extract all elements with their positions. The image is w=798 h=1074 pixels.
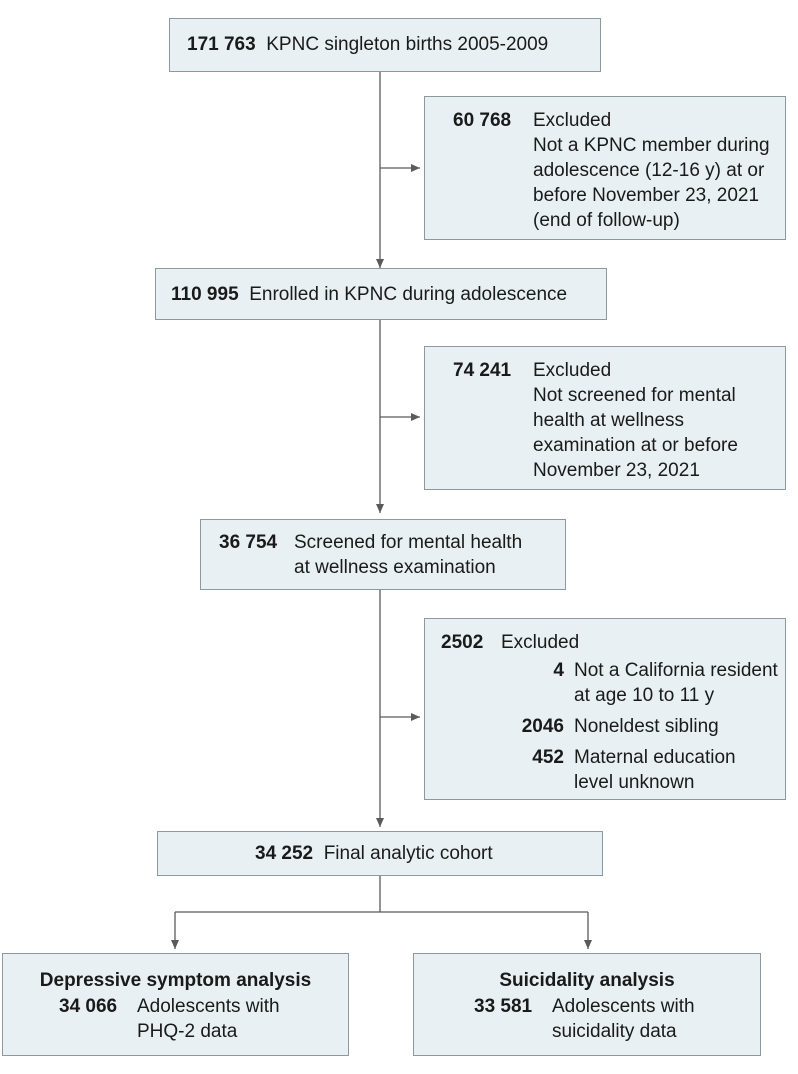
label: Final analytic cohort xyxy=(323,843,493,864)
reason-line: before November 23, 2021 xyxy=(533,185,760,206)
sub-reason-line: Maternal education xyxy=(574,747,736,768)
sub-reason-line: Noneldest sibling xyxy=(574,716,719,737)
reason-line: adolescence (12-16 y) at or xyxy=(533,160,765,181)
sub-count: 452 xyxy=(532,747,564,768)
box-excluded-not-member: 60 768 Excluded Not a KPNC member during… xyxy=(424,96,786,240)
box-excluded-other: 2502 Excluded 4 Not a California residen… xyxy=(424,618,786,800)
count: 60 768 xyxy=(453,110,512,131)
reason-line: (end of follow-up) xyxy=(533,210,680,231)
reason-line: health at wellness xyxy=(533,410,685,431)
sub-count: 4 xyxy=(553,660,564,681)
count: 33 581 xyxy=(474,996,533,1017)
branch-heading: Suicidality analysis xyxy=(499,970,675,991)
box-enrolled: 110 995 Enrolled in KPNC during adolesce… xyxy=(155,268,607,320)
sub-reason-line: Not a California resident xyxy=(574,660,778,681)
count: 171 763 xyxy=(187,34,256,55)
reason-line: November 23, 2021 xyxy=(533,460,700,481)
box-singleton-births: 171 763 KPNC singleton births 2005-2009 xyxy=(169,18,601,72)
count: 74 241 xyxy=(453,360,512,381)
box-final-cohort: 34 252 Final analytic cohort xyxy=(157,831,603,876)
count: 34 252 xyxy=(255,843,314,864)
label-line: Adolescents with xyxy=(552,996,695,1017)
label-line: PHQ-2 data xyxy=(137,1021,238,1042)
reason-line: Not screened for mental xyxy=(533,385,736,406)
sub-reason-line: at age 10 to 11 y xyxy=(574,685,715,706)
reason-line: Not a KPNC member during xyxy=(533,135,770,156)
box-suicidality-analysis: Suicidality analysis 33 581 Adolescents … xyxy=(413,953,761,1056)
count: 110 995 xyxy=(171,284,239,305)
label-line: Adolescents with xyxy=(137,996,280,1017)
box-depressive-analysis: Depressive symptom analysis 34 066 Adole… xyxy=(2,953,349,1056)
branch-heading: Depressive symptom analysis xyxy=(39,970,312,991)
label-line: at wellness examination xyxy=(294,557,496,578)
excluded-title: Excluded xyxy=(533,360,612,381)
box-excluded-not-screened: 74 241 Excluded Not screened for mental … xyxy=(424,346,786,490)
sub-reason-line: level unknown xyxy=(574,772,695,793)
count: 2502 xyxy=(441,632,484,653)
count: 36 754 xyxy=(219,532,278,553)
box-screened: 36 754 Screened for mental health at wel… xyxy=(200,519,566,590)
sub-count: 2046 xyxy=(521,716,564,737)
excluded-title: Excluded xyxy=(501,632,580,653)
reason-line: examination at or before xyxy=(533,435,738,456)
label: Enrolled in KPNC during adolescence xyxy=(249,284,568,305)
excluded-title: Excluded xyxy=(533,110,612,131)
count: 34 066 xyxy=(59,996,118,1017)
label-line: Screened for mental health xyxy=(294,532,523,553)
label-line: suicidality data xyxy=(552,1021,677,1042)
label: KPNC singleton births 2005-2009 xyxy=(266,34,549,55)
